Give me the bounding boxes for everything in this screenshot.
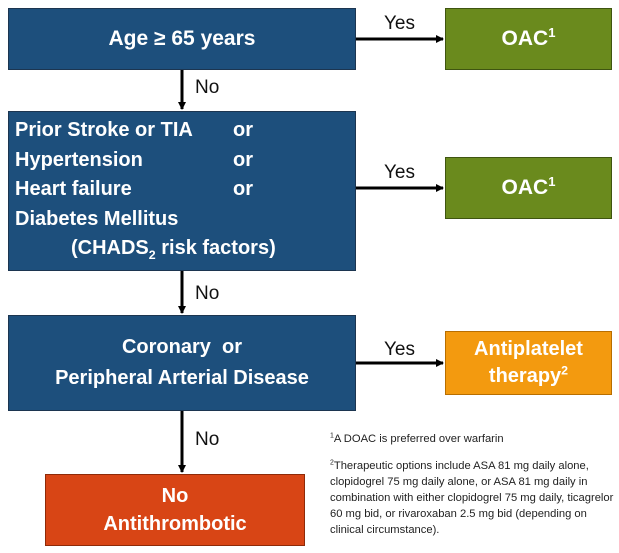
risk-factor-row: Heart failure or bbox=[15, 175, 349, 205]
footnote-marker: 2 bbox=[330, 459, 334, 467]
age-decision-box: Age ≥ 65 years bbox=[8, 8, 356, 70]
cad-line-2: Peripheral Arterial Disease bbox=[55, 367, 309, 389]
cad-decision-box: Coronary or Peripheral Arterial Disease bbox=[8, 315, 356, 411]
antiplatelet-line-1: Antiplatelet bbox=[474, 338, 583, 360]
oac-outcome-box: OAC1 bbox=[445, 157, 612, 219]
chads-suffix: risk factors) bbox=[155, 237, 276, 259]
no-antithrombotic-line-1: No bbox=[161, 485, 189, 507]
footnote-text: A DOAC is preferred over warfarin bbox=[333, 433, 504, 445]
cad-line-1: Coronary or bbox=[121, 336, 243, 358]
oac-outcome-box: OAC1 bbox=[445, 8, 612, 70]
footnote-ref: 1 bbox=[548, 174, 556, 189]
risk-factor-connector: or bbox=[233, 148, 253, 171]
footnote-text: Therapeutic options include ASA 81 mg da… bbox=[330, 460, 614, 536]
risk-factor-connector: or bbox=[233, 178, 253, 200]
antiplatelet-line-2: therapy bbox=[488, 365, 562, 387]
risk-factor-row: Prior Stroke or TIA or bbox=[15, 116, 349, 146]
risk-factor-label: Diabetes Mellitus bbox=[15, 207, 179, 230]
no-antithrombotic-line-2: Antithrombotic bbox=[103, 513, 247, 535]
antiplatelet-outcome-box: Antiplatelet therapy2 bbox=[445, 331, 612, 395]
risk-factor-connector: or bbox=[233, 119, 253, 141]
edge-label-no: No bbox=[195, 77, 220, 98]
edge-label-no: No bbox=[195, 283, 220, 304]
risk-factor-row: Hypertension or bbox=[15, 146, 349, 176]
edge-label-no: No bbox=[195, 429, 220, 450]
risk-factor-label: Heart failure bbox=[15, 178, 132, 200]
footnote-marker: 1 bbox=[330, 432, 334, 440]
footnote-ref: 1 bbox=[548, 25, 556, 40]
edge-label-yes: Yes bbox=[384, 13, 415, 34]
risk-factor-list: Prior Stroke or TIA or Hypertension or H… bbox=[15, 116, 349, 264]
chads-caption: (CHADS2 risk factors) bbox=[15, 234, 349, 264]
edge-label-yes: Yes bbox=[384, 162, 415, 183]
oac-outcome-text: OAC bbox=[501, 27, 549, 50]
edge-label-yes: Yes bbox=[384, 339, 415, 360]
risk-factor-label: Prior Stroke or TIA bbox=[15, 119, 193, 141]
no-antithrombotic-box: No Antithrombotic bbox=[45, 474, 305, 546]
age-decision-text: Age ≥ 65 years bbox=[108, 27, 256, 50]
chads-subscript: 2 bbox=[148, 248, 156, 262]
chads-prefix: (CHADS bbox=[71, 237, 149, 259]
risk-factors-decision-box: Prior Stroke or TIA or Hypertension or H… bbox=[8, 111, 356, 271]
footnote-2: 2Therapeutic options include ASA 81 mg d… bbox=[330, 458, 615, 538]
oac-outcome-text: OAC bbox=[501, 176, 549, 199]
footnote-ref: 2 bbox=[561, 363, 569, 378]
risk-factor-label: Hypertension bbox=[15, 148, 143, 171]
footnote-1: 1A DOAC is preferred over warfarin bbox=[330, 431, 504, 447]
risk-factor-row: Diabetes Mellitus bbox=[15, 205, 349, 235]
